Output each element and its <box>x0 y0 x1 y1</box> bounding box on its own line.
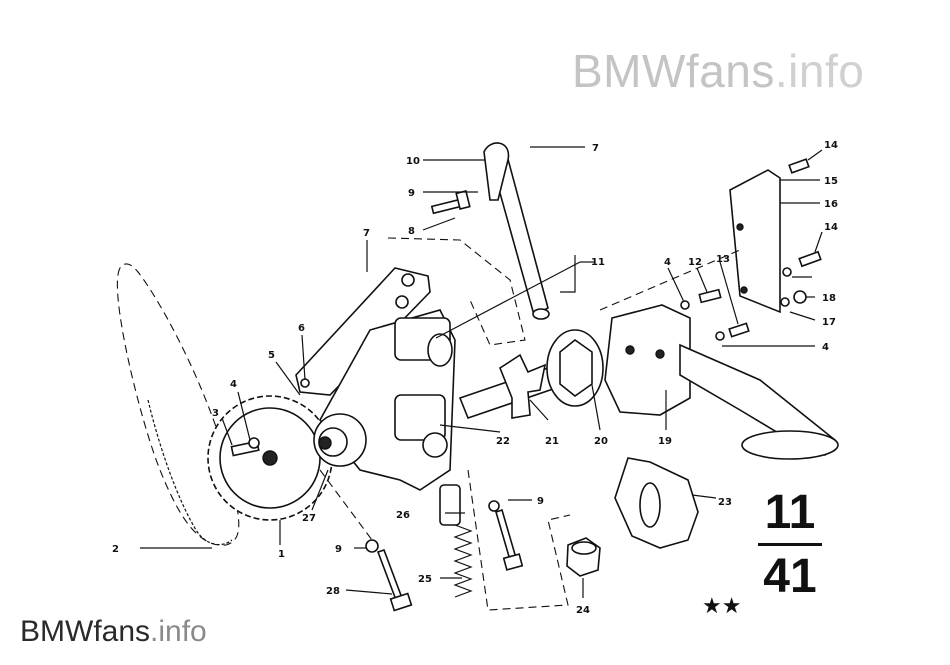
callout-17: 17 <box>822 317 836 328</box>
callout-7-left: 7 <box>363 228 370 239</box>
callout-18: 18 <box>822 293 836 304</box>
callout-27: 27 <box>302 513 316 524</box>
callout-9-top: 9 <box>408 188 415 199</box>
bolt-8 <box>430 190 471 215</box>
gasket <box>614 457 699 549</box>
callout-10: 10 <box>406 156 420 167</box>
callout-14-top: 14 <box>824 140 838 151</box>
bracket-6 <box>295 267 431 396</box>
callout-24: 24 <box>576 605 590 616</box>
bolt-9 <box>488 500 524 571</box>
callout-4-right: 4 <box>822 342 829 353</box>
bolt-3 <box>230 437 260 457</box>
watermark-top: BMWfans.info <box>572 45 865 97</box>
callout-1: 1 <box>278 549 285 560</box>
callout-13: 13 <box>716 254 730 265</box>
callout-2: 2 <box>112 544 119 555</box>
dashed-guides <box>319 237 741 611</box>
callout-28: 28 <box>326 586 340 597</box>
diagram-code-bottom: 41 <box>763 550 816 603</box>
callout-9-right: 9 <box>537 496 544 507</box>
nut <box>566 537 601 577</box>
watermark-bottom: BMWfans.info <box>20 615 207 648</box>
oil-pickup-tube <box>483 142 550 320</box>
callout-26: 26 <box>396 510 410 521</box>
drive-shaft <box>458 353 558 420</box>
callout-4-left: 4 <box>230 379 237 390</box>
callout-25: 25 <box>418 574 432 585</box>
bracket-plate <box>729 169 781 314</box>
callout-5: 5 <box>268 350 275 361</box>
callout-7-top: 7 <box>592 143 599 154</box>
small-bolts <box>680 158 822 341</box>
relief-valve <box>439 484 473 598</box>
pump-cover-pickup <box>604 304 839 460</box>
callout-20: 20 <box>594 436 608 447</box>
callout-19: 19 <box>658 436 672 447</box>
bolt-28 <box>365 539 413 612</box>
timing-chain <box>116 263 240 546</box>
stars-mark: ★★ <box>702 594 741 619</box>
pump-housing <box>313 309 456 491</box>
callout-numbers: 1 2 3 4 4 4 5 6 7 7 8 9 9 9 10 11 12 13 … <box>112 140 838 616</box>
callout-23: 23 <box>718 497 732 508</box>
callout-14-mid: 14 <box>824 222 838 233</box>
callout-4-mid: 4 <box>664 257 671 268</box>
leader-lines <box>140 146 823 598</box>
callout-8: 8 <box>408 226 415 237</box>
callout-21: 21 <box>545 436 559 447</box>
callout-12: 12 <box>688 257 702 268</box>
diagram-code: 11 41 ★★ <box>702 486 822 619</box>
pump-rotor <box>546 329 604 407</box>
callout-3: 3 <box>212 408 219 419</box>
callout-15: 15 <box>824 176 838 187</box>
callout-9-left: 9 <box>335 544 342 555</box>
diagram-code-top: 11 <box>765 486 816 539</box>
callout-16: 16 <box>824 199 838 210</box>
callout-6: 6 <box>298 323 305 334</box>
callout-22: 22 <box>496 436 510 447</box>
sprocket <box>207 395 333 521</box>
callout-11: 11 <box>591 257 605 268</box>
